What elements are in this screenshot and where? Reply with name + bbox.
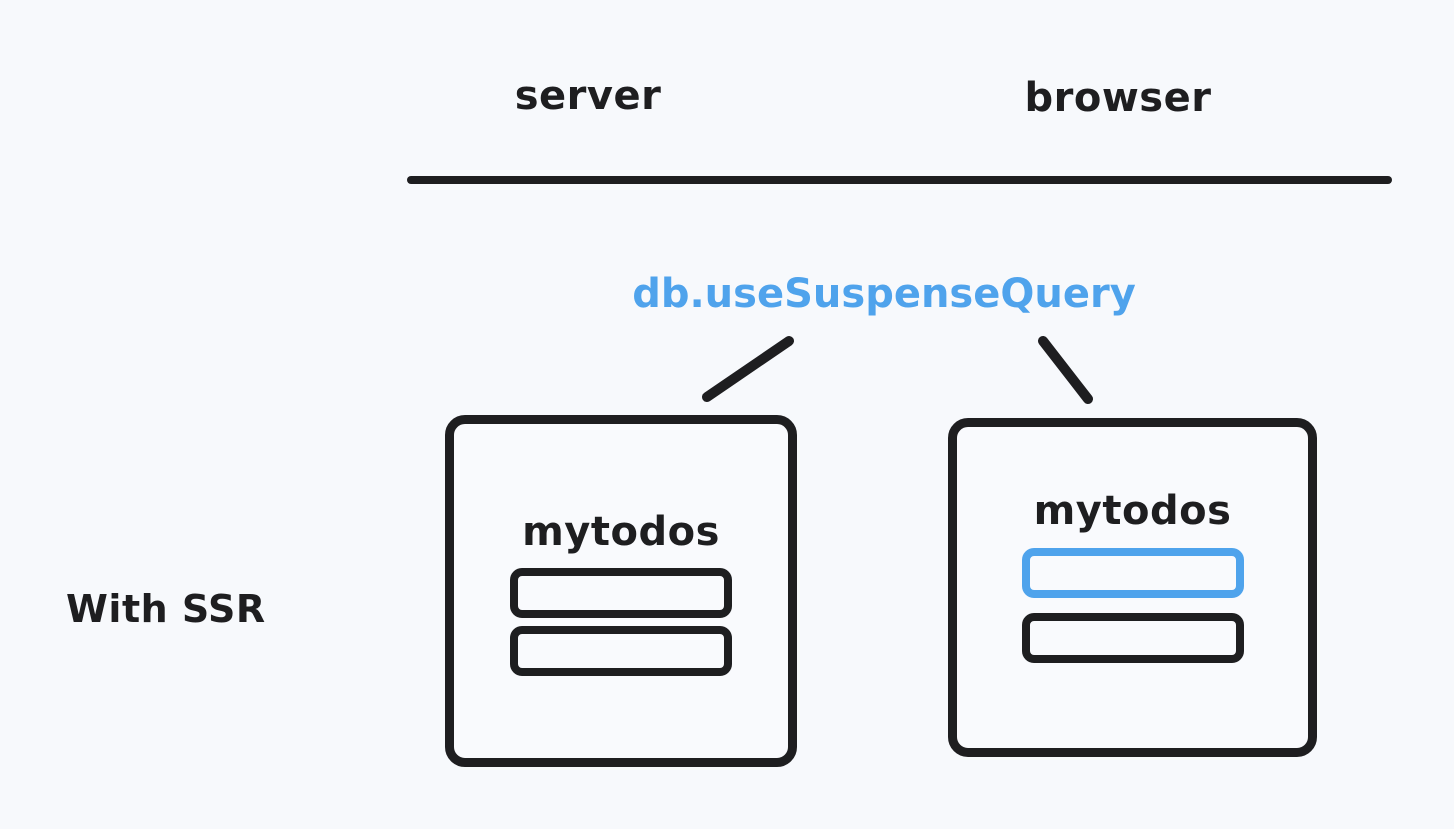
connector-to-browser-card: [1038, 336, 1093, 404]
connector-to-server-card: [702, 336, 794, 402]
column-header-server: server: [514, 73, 662, 119]
column-header-browser: browser: [1024, 75, 1212, 121]
browser-todo-list: [1021, 548, 1244, 663]
browser-card: mytodos: [948, 418, 1317, 757]
server-todo-item-1[interactable]: [510, 568, 732, 618]
browser-todo-item-1[interactable]: [1021, 548, 1244, 598]
server-todo-item-2[interactable]: [510, 626, 732, 676]
header-divider-line: [407, 176, 1392, 184]
server-todo-list: [510, 568, 732, 676]
server-card-title: mytodos: [522, 509, 720, 555]
browser-todo-item-2[interactable]: [1021, 613, 1244, 663]
row-label-with-ssr: With SSR: [66, 587, 266, 631]
hook-label-use-suspense-query: db.useSuspenseQuery: [632, 271, 1136, 317]
browser-card-title: mytodos: [1033, 488, 1232, 534]
server-card: mytodos: [445, 415, 797, 767]
